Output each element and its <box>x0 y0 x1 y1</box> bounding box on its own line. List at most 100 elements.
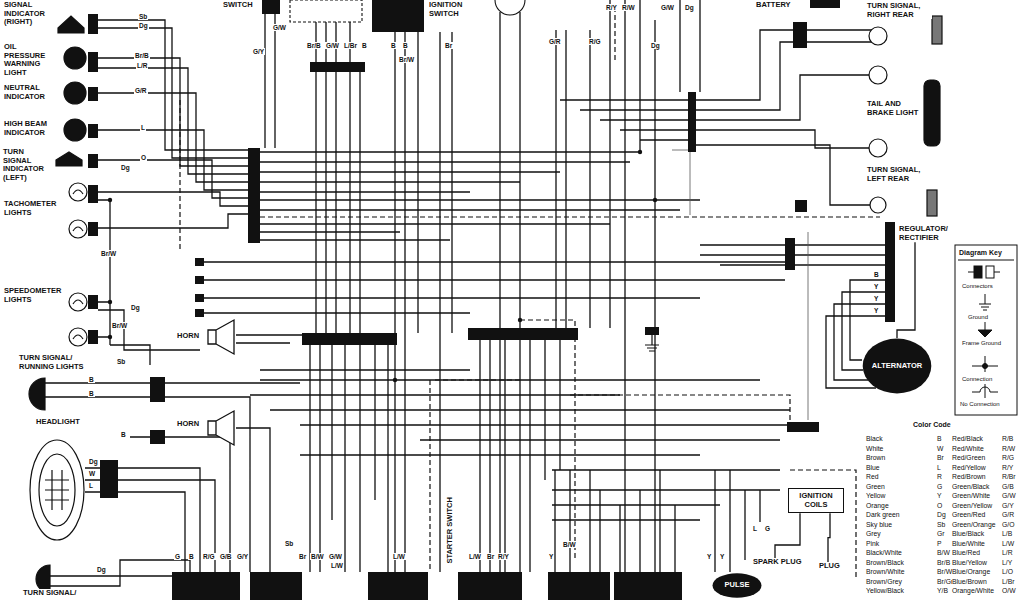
horn-label: HORN <box>176 420 204 429</box>
table-cell: Red/Brown <box>952 473 986 481</box>
wire-color-code: O <box>140 154 147 161</box>
table-cell: Red/Green <box>952 454 985 462</box>
key-heading: Diagram Key <box>959 249 1002 257</box>
bulb-symbol <box>69 293 87 311</box>
wire-color-code: G/W <box>272 24 287 31</box>
table-cell: Blue/Red <box>952 549 980 557</box>
connector-block <box>88 14 98 34</box>
table-cell: Br/Gr <box>937 578 953 586</box>
indicator-label: SIGNAL INDICATOR (RIGHT) <box>3 1 58 27</box>
table-cell: White <box>866 445 883 453</box>
bulb-symbol <box>30 440 84 540</box>
lamp-label: TACHOMETER LIGHTS <box>3 200 65 217</box>
connector-block <box>262 0 280 14</box>
horn-symbol <box>208 320 234 354</box>
wire <box>250 340 800 572</box>
connector-block <box>150 430 165 444</box>
switch-symbol <box>290 0 525 22</box>
wire-color-code: Dg <box>120 164 131 171</box>
bulb-symbol <box>69 220 87 238</box>
switch-label: STARTER SWITCH <box>446 490 455 570</box>
wire-color-code: L <box>88 482 94 489</box>
wire-color-code: Y <box>548 553 554 560</box>
wire-color-code: Br/W <box>100 250 117 257</box>
connector-block <box>302 333 397 345</box>
diagram-key <box>986 266 994 278</box>
horn-symbol <box>208 411 234 445</box>
diagram-key <box>972 384 998 398</box>
wire-color-code: L <box>752 525 758 532</box>
component-name: HIGH BEAM INDICATOR <box>4 120 57 137</box>
component-name: TURN SIGNAL, RIGHT REAR <box>867 2 931 19</box>
diagram-key <box>955 245 1017 415</box>
diagram-key <box>958 260 1014 261</box>
wire-connector <box>775 513 800 558</box>
wire-color-code: R/Y <box>605 4 618 11</box>
legend-label: Connectors <box>962 283 993 290</box>
diagram-key <box>978 322 992 337</box>
connector-block <box>88 154 98 168</box>
wire-color-code: Y <box>873 307 879 314</box>
table-cell: Yellow <box>866 492 885 500</box>
wire-color-code: L/W <box>330 562 344 569</box>
connector-block <box>172 572 240 600</box>
bulb-symbol <box>69 183 87 201</box>
connector-block <box>810 0 840 8</box>
component-name: TURN SIGNAL/ RUNNING LIGHTS <box>19 354 89 371</box>
connector-block <box>458 572 522 600</box>
wire-color-code: R/G <box>588 38 602 45</box>
connector-block <box>787 422 819 432</box>
junction-dot <box>108 335 112 339</box>
wire-color-code: Dg <box>684 4 695 11</box>
legend-label: Ground <box>968 314 988 321</box>
regulator-label: REGULATOR/ RECTIFIER <box>898 225 952 242</box>
table-cell: P <box>937 540 942 548</box>
wire-color-code: R/G <box>202 553 216 560</box>
wire-color-code: R/W <box>621 4 636 11</box>
table-cell: G/Y <box>1002 502 1014 510</box>
diagram-key <box>972 356 998 372</box>
bulb-symbol <box>29 378 45 410</box>
table-cell: Sky blue <box>866 521 892 529</box>
junction-dot <box>518 318 522 322</box>
wire-color-code: B <box>873 271 880 278</box>
component-name: HORN <box>177 332 203 341</box>
table-cell: B/W <box>937 549 950 557</box>
bulb-symbol <box>73 190 83 339</box>
wire-color-code: Y <box>706 553 712 560</box>
component-name: HORN <box>177 420 203 429</box>
table-cell: Brown/Grey <box>866 578 902 586</box>
table-cell: R/G <box>1002 454 1014 462</box>
table-cell: Black <box>866 435 883 443</box>
component-name: IGNITION SWITCH <box>429 1 467 18</box>
indicator-label: NEUTRAL INDICATOR <box>3 84 58 101</box>
lamp-label: TURN SIGNAL, RIGHT REAR <box>866 2 932 19</box>
connector-block <box>250 572 302 600</box>
connector-block <box>150 377 165 402</box>
connector-block <box>310 62 365 72</box>
table-cell: Black/White <box>866 549 902 557</box>
connector-block <box>88 0 895 600</box>
circle-outline <box>713 573 762 598</box>
wire-color-code: Dg <box>138 22 149 29</box>
wire-color-code: Dg <box>130 304 141 311</box>
table-cell: Pink <box>866 540 879 548</box>
wire-color-code: B/W <box>562 541 577 548</box>
connector-block <box>195 309 204 317</box>
wire <box>200 262 785 313</box>
legend-label: Connection <box>962 376 992 383</box>
lamp-symbol <box>64 119 86 141</box>
connector-block <box>195 276 204 284</box>
lamp-label: TURN SIGNAL/ <box>22 589 84 598</box>
connector-block <box>88 295 98 309</box>
connector-block <box>195 294 204 302</box>
wire-color-code: G/R <box>548 38 562 45</box>
connector-block <box>88 222 98 236</box>
lamp-symbol <box>64 82 86 104</box>
table-cell: Green/Red <box>952 511 985 519</box>
table-cell: L/O <box>1002 568 1013 576</box>
connector-block <box>88 330 98 344</box>
lamp-symbol <box>927 190 937 216</box>
headlight-label: HEADLIGHT <box>35 418 95 427</box>
table-cell: Grey <box>866 530 881 538</box>
